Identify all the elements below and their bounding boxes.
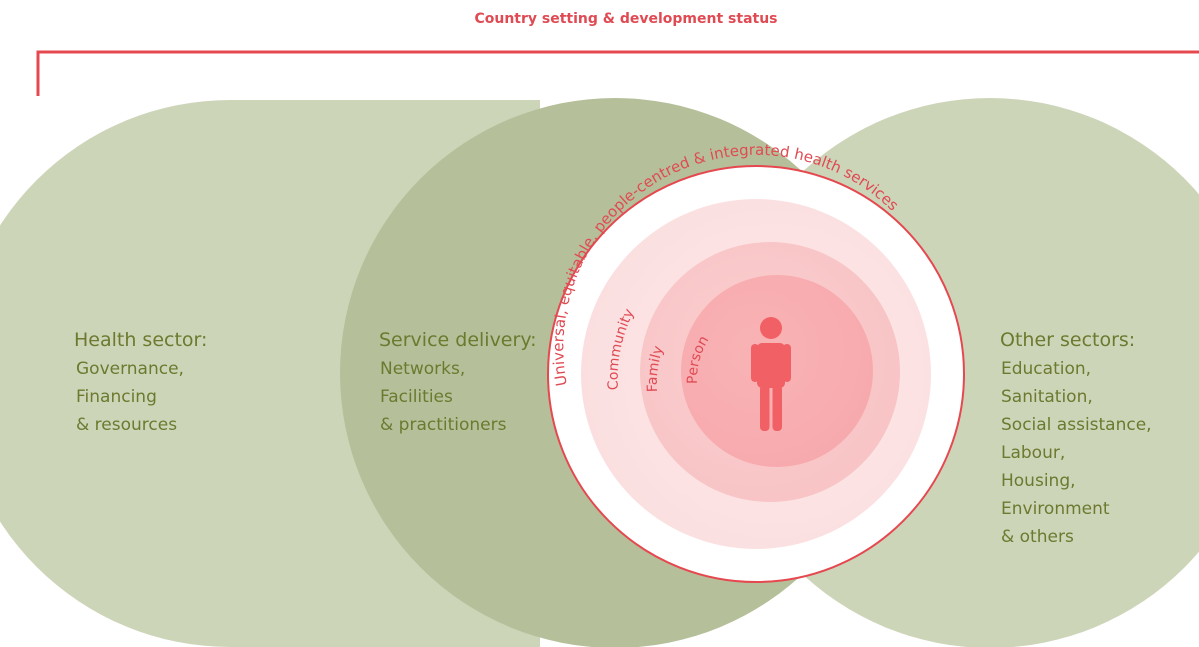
other-sectors-line: & others: [1001, 527, 1074, 547]
health-sector-line: & resources: [76, 415, 177, 435]
service-delivery-line: Networks,: [380, 359, 465, 379]
other-sectors-line: Social assistance,: [1001, 415, 1152, 435]
other-sectors-title: Other sectors:: [1000, 329, 1135, 351]
service-delivery-title: Service delivery:: [379, 329, 537, 351]
health-sector-text: Health sector: Governance, Financing & r…: [74, 329, 207, 435]
service-delivery-text: Service delivery: Networks, Facilities &…: [379, 329, 537, 435]
country-setting-label: Country setting & development status: [474, 11, 777, 27]
other-sectors-line: Sanitation,: [1001, 387, 1093, 407]
service-delivery-line: Facilities: [380, 387, 453, 407]
person-icon: [751, 317, 791, 431]
other-sectors-line: Labour,: [1001, 443, 1065, 463]
health-sector-title: Health sector:: [74, 329, 207, 351]
other-sectors-text: Other sectors: Education, Sanitation, So…: [1000, 329, 1152, 547]
health-sector-line: Financing: [76, 387, 157, 407]
other-sectors-line: Environment: [1001, 499, 1110, 519]
service-delivery-line: & practitioners: [380, 415, 507, 435]
country-setting-bracket: [36, 50, 1199, 96]
other-sectors-line: Education,: [1001, 359, 1091, 379]
other-sectors-line: Housing,: [1001, 471, 1076, 491]
health-sector-line: Governance,: [76, 359, 184, 379]
